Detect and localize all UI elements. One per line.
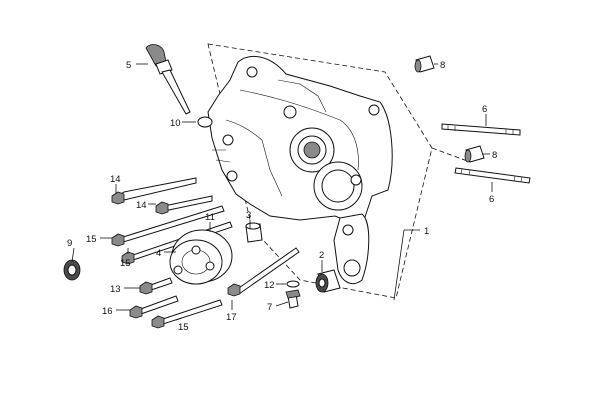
callout-8-mid: 8 (492, 150, 497, 161)
callout-labels: 5 10 8 6 8 6 14 14 15 15 9 4 11 3 13 16 … (67, 60, 497, 333)
callout-14-b: 14 (136, 200, 147, 211)
callout-13: 13 (110, 284, 121, 295)
crankcase-cover (207, 55, 393, 285)
bolt-lower (155, 195, 213, 215)
water-pump-cover (169, 229, 233, 285)
dowel-pin-middle (464, 145, 485, 163)
assembly-outline (207, 43, 433, 299)
sealing-washer (286, 280, 300, 288)
o-ring (197, 116, 213, 128)
callout-6-top: 6 (482, 104, 487, 115)
bolt-17 (227, 247, 300, 297)
callout-7: 7 (267, 302, 272, 313)
callout-15-c: 15 (178, 322, 189, 333)
callout-2: 2 (319, 250, 324, 261)
callout-5: 5 (126, 60, 131, 71)
bolt-13 (139, 277, 173, 295)
callout-12: 12 (264, 280, 275, 291)
outline-leader-right (431, 147, 471, 163)
bearing (315, 269, 341, 293)
stud-bolt-lower (454, 167, 531, 184)
callout-11: 11 (205, 212, 215, 223)
callout-15-b: 15 (120, 258, 131, 269)
oil-seal (63, 259, 81, 281)
dowel-pin-top (414, 55, 435, 73)
callout-16: 16 (102, 306, 113, 317)
leader-lines (71, 63, 493, 321)
callout-8-top: 8 (440, 60, 445, 71)
stud-bolt-upper (441, 123, 521, 136)
callout-14-a: 14 (110, 174, 121, 185)
long-bolt-c (151, 299, 223, 329)
callout-10: 10 (170, 118, 181, 129)
callout-15-a: 15 (86, 234, 97, 245)
callout-3: 3 (246, 210, 251, 221)
callout-6-bottom: 6 (489, 194, 494, 205)
callout-9: 9 (67, 238, 72, 249)
long-bolt-a (111, 205, 225, 247)
bolt-16 (129, 295, 179, 319)
bolt-upper (111, 177, 197, 205)
dipstick (145, 44, 191, 115)
callout-17: 17 (226, 312, 237, 323)
callout-4: 4 (156, 248, 161, 259)
bushing (245, 222, 263, 243)
callout-1: 1 (424, 226, 429, 237)
drain-bolt (285, 289, 301, 309)
